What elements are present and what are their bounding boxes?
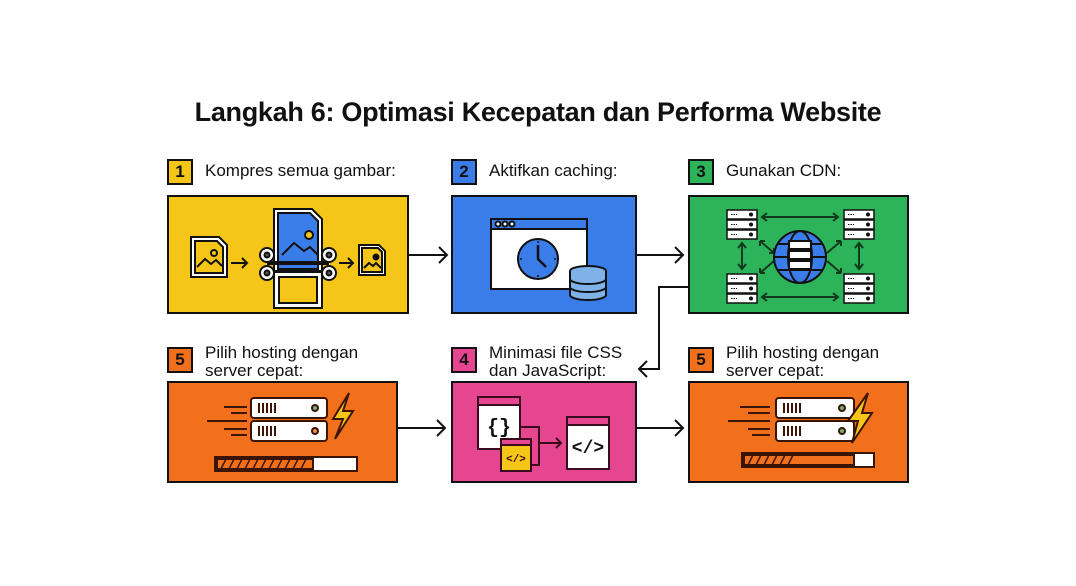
arrow-4-to-5 [637, 419, 685, 437]
step-5-left-text: Pilih hosting dengan server cepat: [205, 343, 359, 380]
step-5-right-text: Pilih hosting dengan server cepat: [726, 343, 880, 380]
step-4-text: Minimasi file CSS dan JavaScript: [489, 343, 623, 380]
arrow-3-to-4 [637, 286, 688, 378]
step-4-badge: 4 [451, 347, 477, 373]
braces-glyph: {} [487, 417, 511, 440]
step-1-panel [167, 195, 409, 314]
step-5-right-panel [688, 381, 909, 483]
arrow-5-to-4 [398, 419, 447, 437]
step-2-text: Aktifkan caching: [489, 161, 618, 180]
code-minify-icon: {} </> </> [477, 396, 610, 472]
step-1-badge: 1 [167, 159, 193, 185]
step-2-label: 2 Aktifkan caching: [451, 159, 618, 185]
step-5-right-label: 5 Pilih hosting dengan server cepat: [688, 341, 879, 380]
step-2-panel [451, 195, 637, 314]
arrow-1-to-2 [409, 246, 449, 264]
code-tag-glyph: </> [572, 439, 604, 459]
step-3-label: 3 Gunakan CDN: [688, 159, 841, 185]
browser-clock-database-icon [490, 218, 607, 301]
fast-server-icon [728, 392, 875, 468]
globe-servers-network-icon [726, 209, 875, 304]
step-3-badge: 3 [688, 159, 714, 185]
image-compress-icon [190, 208, 386, 309]
step-5-left-panel [167, 381, 398, 483]
step-4-label: 4 Minimasi file CSS dan JavaScript: [451, 341, 622, 380]
step-4-panel: {} </> </> [451, 381, 637, 483]
step-2-badge: 2 [451, 159, 477, 185]
page-title: Langkah 6: Optimasi Kecepatan dan Perfor… [194, 97, 882, 127]
step-1-text: Kompres semua gambar: [205, 161, 396, 180]
code-tag-glyph: </> [506, 454, 526, 466]
step-3-text: Gunakan CDN: [726, 161, 842, 180]
step-5-right-badge: 5 [688, 347, 714, 373]
step-3-panel [688, 195, 909, 314]
fast-server-icon [207, 392, 358, 472]
step-1-label: 1 Kompres semua gambar: [167, 159, 396, 185]
arrow-2-to-3 [637, 246, 685, 264]
step-5-left-label: 5 Pilih hosting dengan server cepat: [167, 341, 358, 380]
step-5-left-badge: 5 [167, 347, 193, 373]
